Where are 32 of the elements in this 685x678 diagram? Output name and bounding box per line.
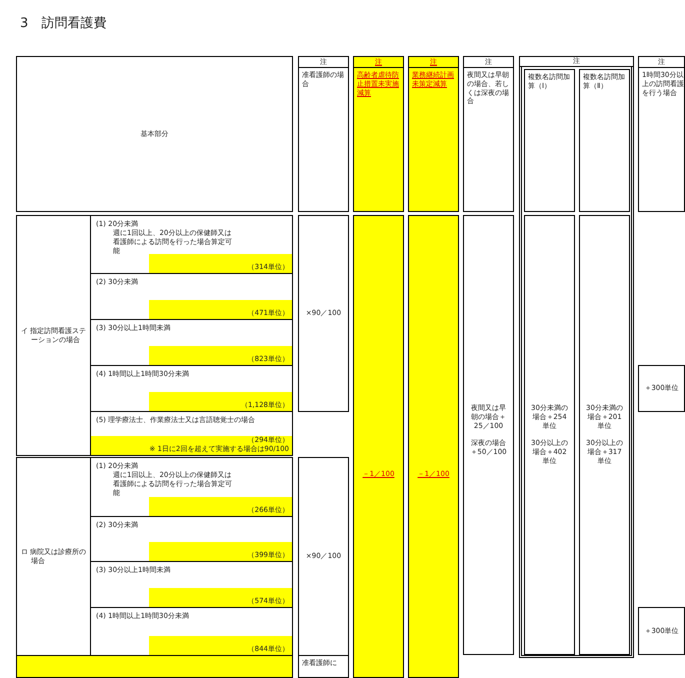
table-cell bbox=[90, 457, 293, 517]
table-cell bbox=[524, 215, 575, 655]
table-cell bbox=[298, 457, 349, 656]
table-cell bbox=[579, 215, 630, 655]
table-cell bbox=[519, 56, 634, 67]
table-cell bbox=[298, 56, 349, 68]
table-cell bbox=[638, 365, 685, 412]
table-cell bbox=[298, 67, 349, 212]
table-cell bbox=[16, 56, 293, 212]
table-cell bbox=[638, 56, 685, 68]
table-cell bbox=[463, 67, 514, 212]
highlighted-cell bbox=[16, 655, 293, 678]
table-cell bbox=[579, 69, 630, 212]
highlighted-cell bbox=[408, 67, 459, 212]
highlighted-cell bbox=[408, 215, 459, 678]
group-frame bbox=[519, 56, 634, 658]
page-title: 3 訪問看護費 bbox=[20, 16, 106, 32]
table-cell bbox=[298, 215, 349, 412]
highlighted-cell bbox=[408, 56, 459, 68]
highlighted-cell bbox=[353, 67, 404, 212]
table-cell bbox=[16, 457, 91, 656]
table-cell bbox=[638, 67, 685, 212]
table-cell bbox=[298, 655, 349, 678]
highlighted-cell bbox=[353, 56, 404, 68]
table-cell bbox=[463, 215, 514, 655]
table-cell bbox=[16, 215, 91, 456]
table-cell bbox=[90, 215, 293, 274]
table-cell bbox=[90, 411, 293, 456]
table-cell bbox=[463, 56, 514, 68]
table-cell bbox=[638, 607, 685, 655]
table-cell bbox=[524, 69, 575, 212]
highlighted-cell bbox=[353, 215, 404, 678]
